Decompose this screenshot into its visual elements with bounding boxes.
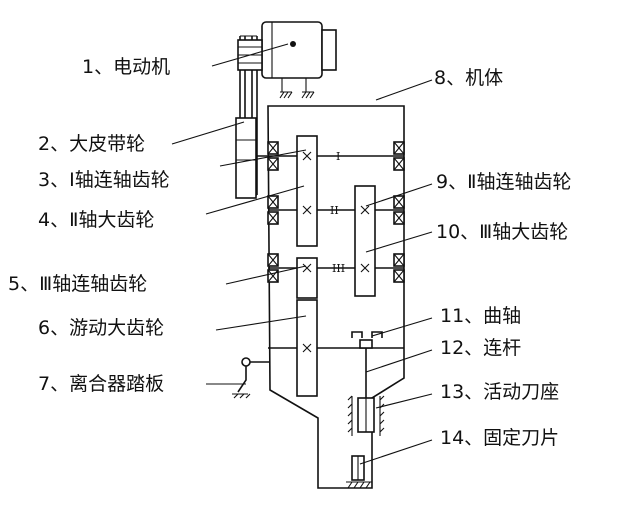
bearing-cross <box>393 211 405 225</box>
gear-shaft1-pinion <box>296 135 318 247</box>
label-idle-large-gear: 6、游动大齿轮 <box>38 317 164 339</box>
bearing-cross <box>393 157 405 171</box>
gear-cross <box>360 263 370 273</box>
fixed-blade <box>346 455 372 489</box>
gear-cross <box>302 205 312 215</box>
label-movable-blade-holder: 13、活动刀座 <box>440 381 559 403</box>
big-belt-pulley <box>235 35 263 199</box>
bearing-cross <box>267 253 279 267</box>
clutch-pedal <box>232 357 270 399</box>
bearing-cross <box>393 141 405 155</box>
gear-cross <box>302 151 312 161</box>
gear-cross <box>302 263 312 273</box>
bearing-cross <box>267 269 279 283</box>
bearing-cross <box>267 211 279 225</box>
label-shaft1-gear: 3、Ⅰ轴连轴齿轮 <box>38 169 170 191</box>
bearing-cross <box>267 195 279 209</box>
label-shaft2-large-gear: 4、Ⅱ轴大齿轮 <box>38 209 154 231</box>
gear-shaft2-large <box>354 185 376 297</box>
label-crankshaft: 11、曲轴 <box>440 305 521 327</box>
label-shaft3-large-gear: 10、Ⅲ轴大齿轮 <box>436 221 568 243</box>
label-shaft2-gear: 9、Ⅱ轴连轴齿轮 <box>436 171 571 193</box>
label-motor: 1、电动机 <box>82 56 170 78</box>
label-connecting-rod: 12、连杆 <box>440 337 521 359</box>
bearing-cross <box>393 195 405 209</box>
shafts <box>256 155 404 349</box>
shaft-mark-2: II <box>330 204 339 217</box>
bearing-cross <box>267 141 279 155</box>
label-fixed-blade: 14、固定刀片 <box>440 427 559 449</box>
gear-crosses <box>302 151 370 353</box>
shaft-mark-1: I <box>336 150 340 163</box>
motor <box>261 21 337 99</box>
gear-cross <box>302 343 312 353</box>
gear-shaft3-pinion <box>296 257 318 299</box>
bearing-cross <box>393 269 405 283</box>
label-machine-body: 8、机体 <box>434 67 503 89</box>
shaft-mark-3: III <box>332 262 345 275</box>
bearing-cross <box>267 157 279 171</box>
movable-blade-holder <box>347 395 385 436</box>
bearing-cross <box>393 253 405 267</box>
bearings <box>267 141 405 283</box>
gear-cross <box>360 205 370 215</box>
machine-body <box>267 105 405 489</box>
leader-lines <box>171 43 433 465</box>
label-big-belt-pulley: 2、大皮带轮 <box>38 133 145 155</box>
label-shaft3-gear: 5、Ⅲ轴连轴齿轮 <box>8 273 147 295</box>
label-clutch-pedal: 7、离合器踏板 <box>38 373 164 395</box>
